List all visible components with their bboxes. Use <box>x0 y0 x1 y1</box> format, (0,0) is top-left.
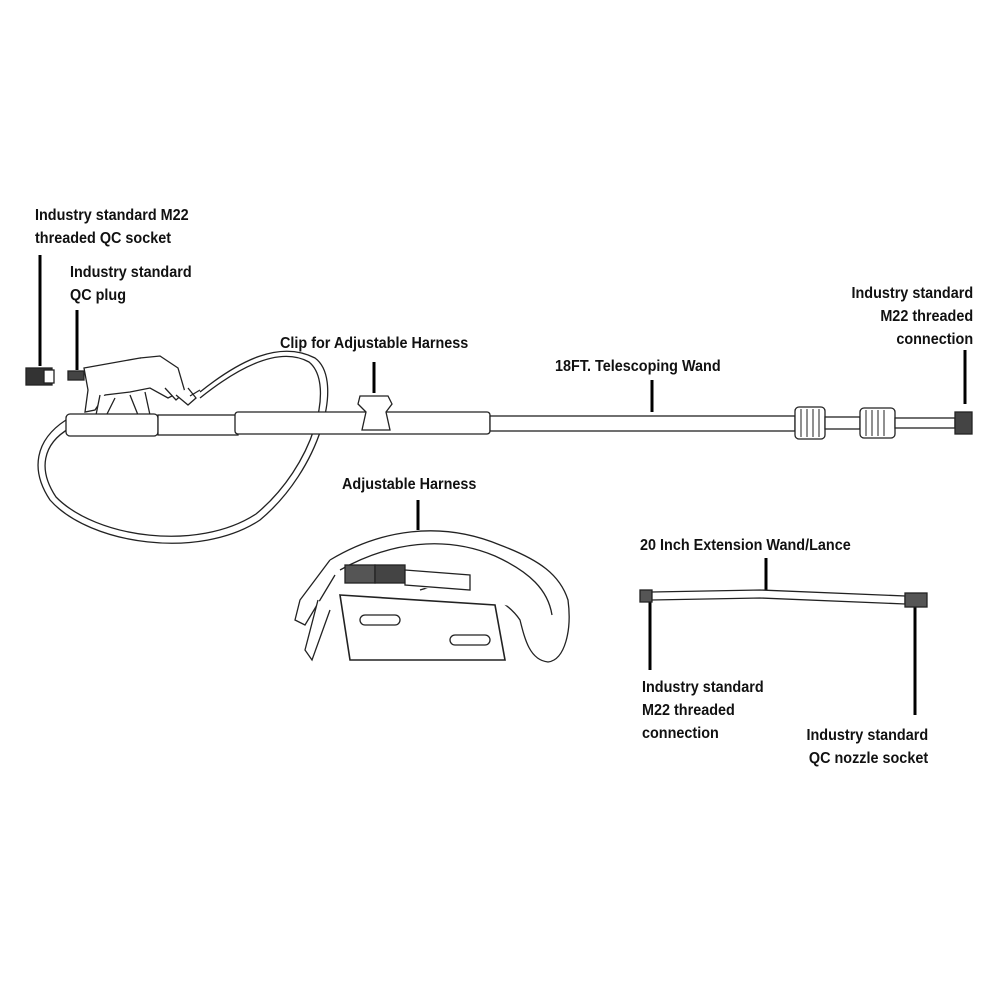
label-line: QC plug <box>70 287 126 304</box>
spray-gun <box>83 355 201 421</box>
label-line: Industry standard <box>642 679 764 696</box>
label-line: QC nozzle socket <box>808 750 928 767</box>
qc-plug-label: Industry standard QC plug <box>70 261 192 307</box>
harness-label: Adjustable Harness <box>342 476 477 493</box>
extension-lance <box>639 589 928 608</box>
leader-lines <box>38 255 967 715</box>
qc-plug <box>67 370 85 381</box>
label-line: Industry standard M22 <box>35 207 189 224</box>
qc-socket <box>25 367 55 386</box>
label-line: connection <box>896 331 973 348</box>
lance-m22-label: Industry standard M22 threaded connectio… <box>642 676 764 745</box>
adjustable-harness <box>294 530 570 663</box>
label-line: connection <box>642 725 719 742</box>
harness-clip <box>357 395 393 431</box>
telescoping-wand <box>65 406 973 440</box>
hose <box>37 350 329 544</box>
wand-label: 18FT. Telescoping Wand <box>555 358 721 375</box>
qc-socket-label: Industry standard M22 threaded QC socket <box>35 204 189 250</box>
label-line: Industry standard <box>70 264 192 281</box>
label-line: Industry standard <box>806 727 928 744</box>
m22-connection-label: Industry standard M22 threaded connectio… <box>851 282 973 351</box>
label-line: threaded QC socket <box>35 230 172 247</box>
label-line: Industry standard <box>851 285 973 302</box>
label-line: M22 threaded <box>880 308 973 325</box>
nozzle-socket-label: Industry standard QC nozzle socket <box>806 724 928 770</box>
label-line: M22 threaded <box>642 702 735 719</box>
clip-label: Clip for Adjustable Harness <box>280 335 469 352</box>
extension-label: 20 Inch Extension Wand/Lance <box>640 537 851 554</box>
